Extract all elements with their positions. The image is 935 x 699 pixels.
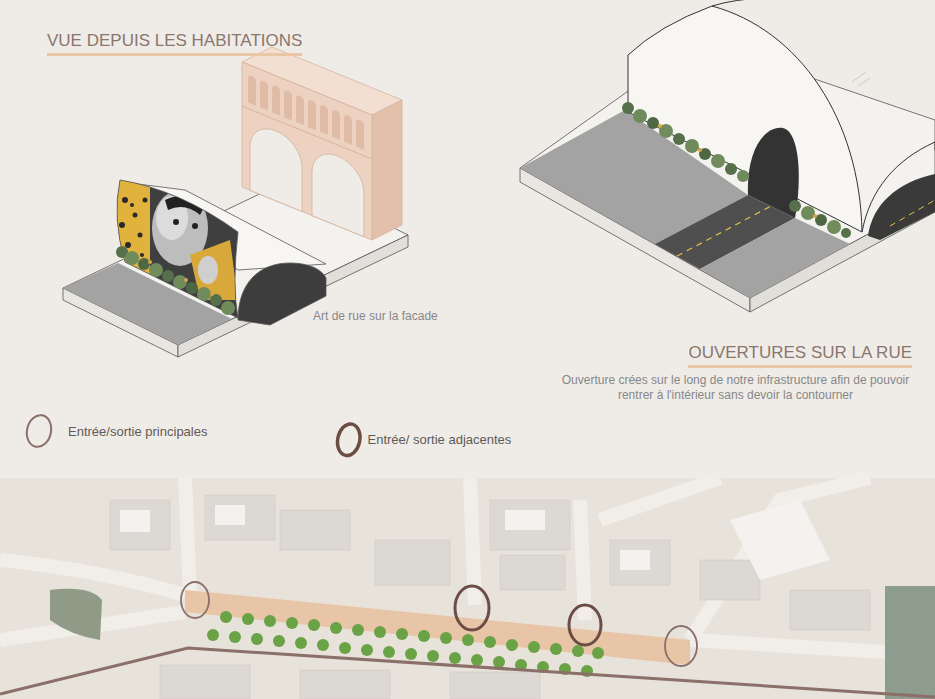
legend-entry: Entrée/ sortie adjacentes bbox=[334, 420, 511, 460]
caption-note: Art de rue sur la facade bbox=[313, 309, 483, 324]
section-heading: OUVERTURES SUR LA RUE bbox=[688, 342, 912, 368]
description-text: Ouverture crées sur le long de notre inf… bbox=[548, 373, 923, 403]
legend-entry: Entrée/sortie principales bbox=[24, 412, 207, 450]
main-entrance-mark bbox=[181, 582, 209, 618]
legend-sample bbox=[24, 412, 54, 450]
legend-sample bbox=[334, 420, 364, 460]
legend-text: Entrée/ sortie adjacentes bbox=[368, 432, 512, 447]
right-isometric bbox=[520, 0, 935, 312]
section-heading: VUE DEPUIS LES HABITATIONS bbox=[47, 30, 302, 56]
site-map bbox=[0, 478, 935, 699]
entrance-symbol bbox=[24, 413, 54, 449]
side-entrance-mark bbox=[455, 586, 489, 630]
legend-text: Entrée/sortie principales bbox=[68, 424, 207, 439]
entrance-symbol bbox=[335, 422, 363, 458]
side-entrance-mark bbox=[569, 605, 601, 645]
main-entrance-mark bbox=[665, 626, 697, 666]
